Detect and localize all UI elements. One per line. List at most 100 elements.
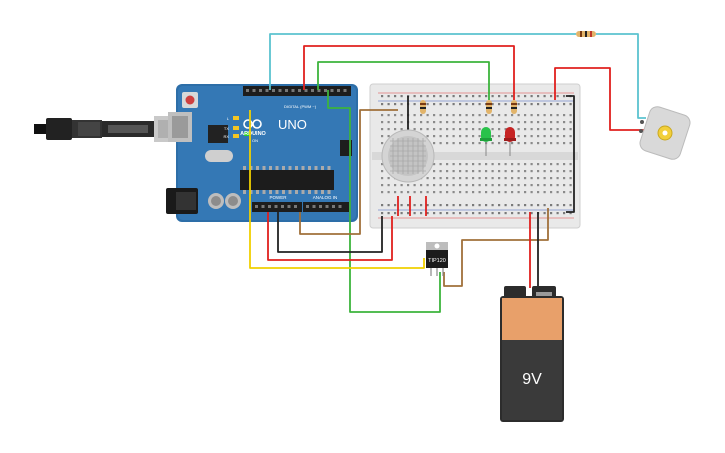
wire-red-led[interactable] [303, 45, 515, 100]
breadboard-hole [498, 128, 501, 131]
breadboard-hole [524, 135, 527, 138]
chip-pin [321, 190, 324, 194]
wire-cyan-motor[interactable] [596, 33, 646, 119]
header-pin [281, 205, 284, 208]
breadboard-hole [472, 191, 475, 194]
breadboard-hole [498, 177, 501, 180]
transistor-tip120[interactable]: TIP120 [426, 242, 448, 276]
breadboard-hole [452, 204, 455, 207]
breadboard-hole [413, 191, 416, 194]
breadboard-hole [465, 103, 468, 106]
breadboard-hole [537, 142, 540, 145]
breadboard-hole [478, 191, 481, 194]
breadboard-hole [452, 103, 455, 106]
green-led[interactable] [480, 127, 492, 142]
breadboard-hole [563, 177, 566, 180]
resistor-red-led[interactable] [511, 100, 517, 114]
header-pin [332, 205, 335, 208]
power-label: POWER [269, 195, 287, 200]
transistor-label: TIP120 [428, 258, 446, 264]
breadboard-hole [537, 170, 540, 173]
breadboard-hole [556, 191, 559, 194]
digital-label: DIGITAL (PWM ~) [284, 104, 317, 109]
breadboard-hole [511, 114, 514, 117]
resistor-top[interactable] [576, 31, 596, 37]
breadboard-hole [498, 95, 501, 98]
breadboard-hole [543, 184, 546, 187]
usb-chip [208, 125, 228, 143]
breadboard-hole [504, 212, 507, 215]
chip-pin [327, 190, 331, 194]
wire-red-motor[interactable] [554, 67, 644, 131]
wire-green-led[interactable] [317, 61, 490, 100]
breadboard-hole [452, 114, 455, 117]
wire-yellow[interactable] [249, 110, 425, 269]
breadboard-hole [537, 191, 540, 194]
breadboard-hole [556, 184, 559, 187]
breadboard-hole [420, 114, 423, 117]
breadboard-hole [563, 204, 566, 207]
wire-black-rail[interactable] [566, 95, 575, 213]
breadboard-hole [472, 128, 475, 131]
breadboard-hole [569, 170, 572, 173]
dc-motor-icon[interactable] [638, 105, 692, 162]
breadboard-hole [491, 142, 494, 145]
resistor-green-led[interactable] [486, 100, 492, 114]
gas-sensor-icon[interactable] [381, 129, 435, 183]
breadboard-hole [426, 103, 429, 106]
resistor-sensor[interactable] [420, 100, 426, 114]
breadboard-hole [491, 184, 494, 187]
breadboard-hole [537, 135, 540, 138]
breadboard-hole [459, 204, 462, 207]
board-brand: ARDUINO [240, 131, 266, 137]
wire-cyan[interactable] [269, 33, 576, 90]
wire-brown-sensor[interactable] [299, 109, 398, 235]
chip-pin [275, 166, 279, 170]
wire-black-gnd[interactable] [277, 212, 383, 253]
chip-pin [243, 166, 246, 170]
breadboard-hole [569, 163, 572, 166]
breadboard-hole [381, 204, 384, 207]
wire-red-5v[interactable] [267, 212, 393, 261]
wire-brown-transistor[interactable] [443, 208, 549, 287]
chip-pin [249, 166, 253, 170]
breadboard-hole [465, 128, 468, 131]
breadboard-hole [459, 191, 462, 194]
led-label-rx: RX [223, 134, 229, 139]
breadboard-hole [459, 121, 462, 124]
breadboard-hole [569, 177, 572, 180]
breadboard-hole [433, 135, 436, 138]
breadboard-hole [446, 114, 449, 117]
chip-pin [269, 190, 272, 194]
breadboard-hole [465, 135, 468, 138]
breadboard-hole [485, 184, 488, 187]
breadboard-hole [413, 95, 416, 98]
breadboard-hole [524, 191, 527, 194]
header-pin [291, 89, 295, 92]
breadboard-hole [563, 128, 566, 131]
breadboard-hole [420, 128, 423, 131]
breadboard-hole [446, 142, 449, 145]
breadboard-hole [517, 128, 520, 131]
wire-green-transistor[interactable] [327, 90, 441, 313]
breadboard-hole [439, 184, 442, 187]
header-pin [287, 205, 291, 208]
breadboard-hole [569, 114, 572, 117]
breadboard-hole [452, 95, 455, 98]
breadboard-hole [530, 212, 533, 215]
battery-9v[interactable]: 9V [500, 286, 564, 422]
breadboard-hole [504, 177, 507, 180]
breadboard-hole [543, 114, 546, 117]
breadboard-hole [569, 142, 572, 145]
breadboard-hole [459, 135, 462, 138]
breadboard-hole [459, 114, 462, 117]
breadboard-hole [433, 184, 436, 187]
breadboard-hole [563, 95, 566, 98]
breadboard-hole [504, 121, 507, 124]
breadboard-hole [543, 95, 546, 98]
breadboard-hole [439, 95, 442, 98]
breadboard-hole [387, 95, 390, 98]
breadboard-hole [491, 191, 494, 194]
red-led[interactable] [504, 127, 516, 142]
breadboard-hole [459, 184, 462, 187]
